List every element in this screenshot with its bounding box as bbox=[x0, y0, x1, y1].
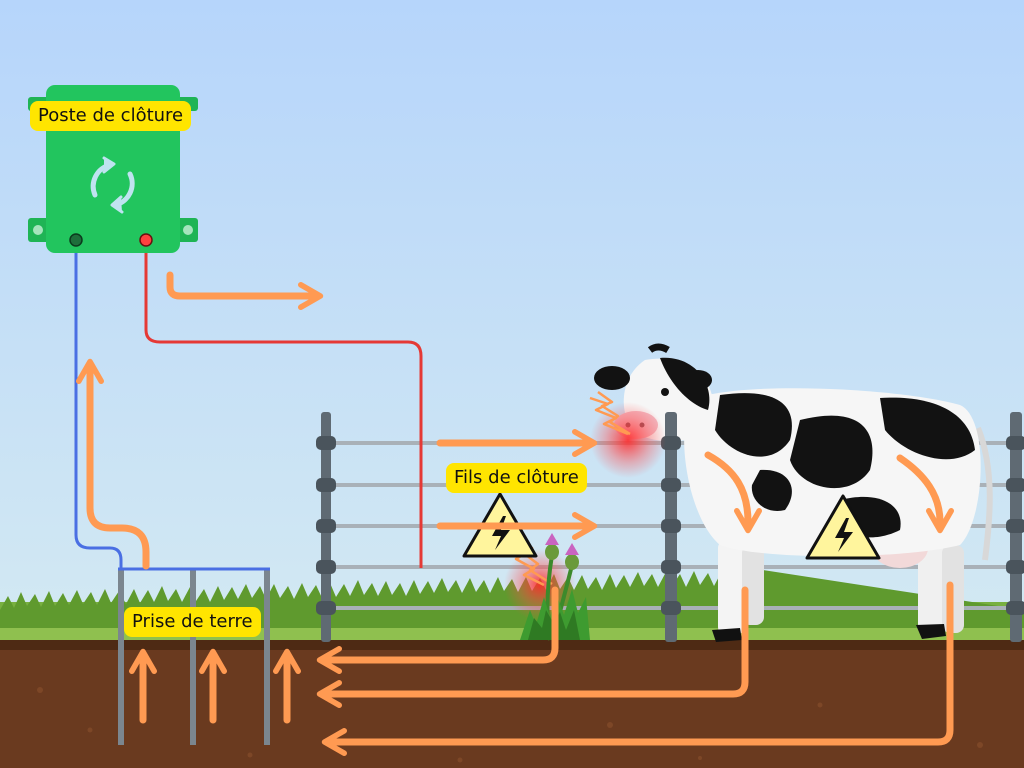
live-terminal bbox=[139, 233, 153, 247]
fence-posts bbox=[316, 412, 1024, 642]
insulators bbox=[316, 436, 1024, 615]
ground-terminal bbox=[69, 233, 83, 247]
ground-label: Prise de terre bbox=[124, 607, 261, 637]
ground-rods bbox=[118, 567, 270, 745]
fence-wires-label: Fils de clôture bbox=[446, 463, 587, 493]
current-flow-arrows bbox=[76, 271, 954, 756]
energizer-label: Poste de clôture bbox=[30, 101, 192, 131]
refresh-cycle-icon bbox=[90, 156, 135, 214]
high-voltage-warning-icon bbox=[805, 494, 881, 560]
live-wire bbox=[144, 240, 423, 568]
ground-wire bbox=[74, 240, 123, 569]
